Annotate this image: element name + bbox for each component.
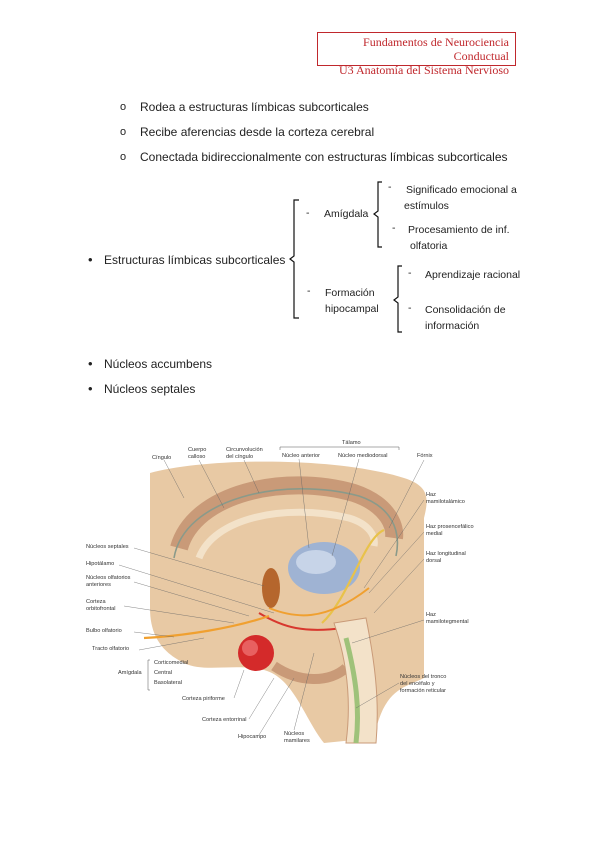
course-header: Fundamentos de Neurociencia Conductual U… xyxy=(317,32,516,77)
label-tracto: Tracto olfatorio xyxy=(92,646,129,652)
label-mamilares-1: Núcleos xyxy=(284,731,304,737)
label-longitudinal-1: Haz longitudinal xyxy=(426,551,466,557)
dash-marker: - xyxy=(408,302,412,314)
hippocampus xyxy=(271,661,350,684)
label-prosencefalico-1: Haz prosencefálico xyxy=(426,524,474,530)
label-prosencefalico-2: medial xyxy=(426,531,442,537)
amigdala-item-2-line-1: Procesamiento de inf. xyxy=(408,224,510,236)
label-tronco-3: formación reticular xyxy=(400,688,446,694)
septal-nuclei xyxy=(262,568,280,608)
label-orbitofrontal-2: orbitofrontal xyxy=(86,606,116,612)
label-central: Central xyxy=(154,670,172,676)
tree-root-label: Estructuras límbicas subcorticales xyxy=(104,253,286,267)
amigdala-item-1: Significado emocional a estímulos xyxy=(404,182,517,214)
hipocampal-label-line-2: hipocampal xyxy=(325,303,379,315)
circle-bullet-icon: o xyxy=(120,151,127,163)
root-brace xyxy=(289,199,299,319)
cingulate-arch xyxy=(170,476,404,552)
dash-marker: - xyxy=(388,181,392,193)
list-item-text: Núcleos septales xyxy=(104,382,196,396)
fornix xyxy=(321,528,385,624)
hipocampal-brace xyxy=(393,265,402,333)
hipocampal-item-2-line-1: Consolidación de xyxy=(425,304,506,316)
label-talamo: Tálamo xyxy=(342,440,361,446)
unit-title: U3 Anatomía del Sistema Nervioso xyxy=(339,63,509,77)
label-mamilotegmental-2: mamilotegmental xyxy=(426,619,469,625)
course-title: Fundamentos de Neurociencia Conductual xyxy=(363,35,509,63)
bullet-icon: • xyxy=(88,356,93,371)
amigdala-item-1-line-1: Significado emocional a xyxy=(406,184,517,196)
pathway-bundle-1 xyxy=(268,587,370,617)
label-entorrinal: Corteza entorrinal xyxy=(202,717,246,723)
corpus-callosum xyxy=(195,508,378,560)
label-longitudinal-2: dorsal xyxy=(426,558,441,564)
label-nucleo-mediodorsal: Núcleo mediodorsal xyxy=(338,453,387,459)
dash-marker: - xyxy=(392,222,396,234)
label-corticomedial: Corticomedial xyxy=(154,660,188,666)
label-hipocampo: Hipocampo xyxy=(238,734,266,740)
label-mamilotegmental-1: Haz xyxy=(426,612,436,618)
label-tronco-1: Núcleos del tronco xyxy=(400,674,446,680)
olfactory-tract xyxy=(143,614,270,640)
amigdala-label: Amígdala xyxy=(324,208,369,220)
label-mamilotalamico-2: mamilotalámico xyxy=(426,499,465,505)
amigdala-brace xyxy=(373,181,382,248)
label-olfatorios-1: Núcleos olfatorios xyxy=(86,575,131,581)
hipocampal-item-2: Consolidación de información xyxy=(425,302,506,334)
talamo-bracket xyxy=(279,446,400,450)
label-nucleo-anterior: Núcleo anterior xyxy=(282,453,320,459)
label-circunvolucion-1: Circunvolución xyxy=(226,447,263,453)
label-fornix: Fórnix xyxy=(417,453,433,459)
amigdala-item-1-line-2: estímulos xyxy=(404,200,449,212)
label-nucleos-septales: Núcleos septales xyxy=(86,544,129,550)
amygdala-shade xyxy=(242,640,258,656)
leader-lines xyxy=(118,458,425,736)
circle-bullet-icon: o xyxy=(120,101,127,113)
hipocampal-item-2-line-2: información xyxy=(425,320,480,332)
label-piriforme: Corteza piriforme xyxy=(182,696,225,702)
dash-marker: - xyxy=(408,267,412,279)
label-mamilotalamico-1: Haz xyxy=(426,492,436,498)
label-cuerpo-calloso-1: Cuerpo xyxy=(188,447,206,453)
cingulum-pathway xyxy=(173,488,399,559)
label-basolateral: Basolateral xyxy=(154,680,182,686)
amigdala-item-2: Procesamiento de inf. olfatoria xyxy=(408,222,510,254)
bullet-icon: • xyxy=(88,252,93,267)
reticular-pathway xyxy=(343,637,361,744)
label-hipotalamo: Hipotálamo xyxy=(86,561,114,567)
list-item-text: Rodea a estructuras límbicas subcortical… xyxy=(140,100,369,114)
dash-marker: - xyxy=(307,285,311,297)
amigdala-item-2-line-2: olfatoria xyxy=(410,240,448,252)
bullet-icon: • xyxy=(88,381,93,396)
dash-marker: - xyxy=(306,207,310,219)
list-item-text: Recibe aferencias desde la corteza cereb… xyxy=(140,125,375,139)
hipocampal-item-1: Aprendizaje racional xyxy=(425,269,521,281)
label-circunvolucion-2: del cíngulo xyxy=(226,454,253,460)
label-bulbo: Bulbo olfatorio xyxy=(86,628,122,634)
hipocampal-label-line-1: Formación xyxy=(325,287,375,299)
list-item-text: Núcleos accumbens xyxy=(104,357,213,371)
label-cuerpo-calloso-2: calloso xyxy=(188,454,205,460)
label-amigdala: Amígdala xyxy=(118,670,143,676)
list-item-text: Conectada bidireccionalmente con estruct… xyxy=(140,150,508,164)
circle-bullet-icon: o xyxy=(120,126,127,138)
label-olfatorios-2: anteriores xyxy=(86,582,111,588)
label-orbitofrontal-1: Corteza xyxy=(86,599,106,605)
limbic-system-figure: .lbl { font-family:"Liberation Sans", sa… xyxy=(86,440,474,744)
amigdala-bracket xyxy=(147,659,150,691)
hipocampal-label: Formación hipocampal xyxy=(325,285,379,317)
thalamus-highlight xyxy=(296,550,336,574)
label-mamilares-2: mamilares xyxy=(284,738,310,744)
label-cingulo: Cíngulo xyxy=(152,455,171,461)
label-tronco-2: del encéfalo y xyxy=(400,681,435,687)
